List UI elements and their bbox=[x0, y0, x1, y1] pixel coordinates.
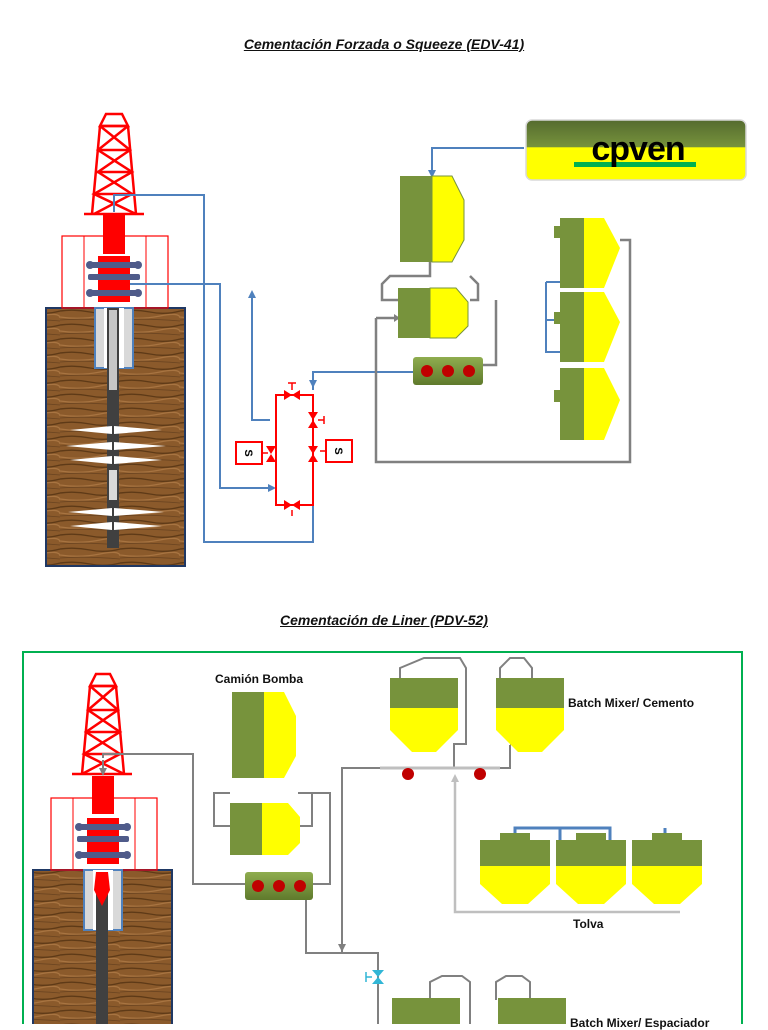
derrick-icon bbox=[72, 672, 132, 776]
pump-unit-2 bbox=[245, 872, 313, 900]
hopper-label: Tolva bbox=[573, 917, 604, 931]
hopper-tank-3 bbox=[632, 833, 702, 904]
valve-label-s-left: S bbox=[242, 449, 254, 456]
batch-mixer-cement-1 bbox=[390, 678, 458, 752]
batch-mixer-spacer-1 bbox=[392, 998, 460, 1024]
arrow-down-icon bbox=[309, 380, 317, 388]
arrow-down-icon bbox=[338, 944, 346, 952]
arrow-up-icon bbox=[451, 774, 459, 782]
well-diagram-2 bbox=[32, 672, 173, 1024]
cement-unit-tank-1 bbox=[400, 175, 465, 263]
valve-icon bbox=[474, 768, 486, 780]
arrow-right-icon bbox=[268, 484, 276, 492]
diagram2-title: Cementación de Liner (PDV-52) bbox=[280, 612, 488, 628]
cement-unit-tank-2 bbox=[398, 287, 469, 339]
diagram2-border bbox=[22, 651, 743, 1024]
derrick-icon bbox=[84, 112, 144, 216]
diagram1-title: Cementación Forzada o Squeeze (EDV-41) bbox=[243, 36, 525, 52]
pump-truck-tank-1 bbox=[232, 692, 296, 778]
hopper-tank-2 bbox=[556, 833, 626, 904]
arrow-up-icon bbox=[248, 290, 256, 298]
well-diagram-1 bbox=[45, 112, 186, 567]
valve-icon bbox=[402, 768, 414, 780]
arrow-down-icon bbox=[428, 170, 436, 178]
hopper-tank-1 bbox=[480, 833, 550, 904]
logo-text: CPVEN bbox=[591, 130, 684, 168]
batch-mixer-cement-2 bbox=[496, 678, 564, 752]
gray-piping-1 bbox=[374, 238, 632, 464]
pump-truck-tank-2 bbox=[230, 803, 300, 855]
valve-manifold: S S bbox=[235, 382, 353, 516]
valve-icon bbox=[266, 390, 318, 510]
valve-icon bbox=[365, 970, 384, 984]
perforations bbox=[66, 426, 166, 530]
pump-unit-1 bbox=[413, 357, 483, 385]
batch-mixer-cement-label: Batch Mixer/ Cemento bbox=[568, 696, 695, 710]
blue-piping-1 bbox=[113, 147, 560, 543]
gray-piping-hopper bbox=[453, 778, 680, 914]
valve-label-s-right: S bbox=[332, 447, 344, 454]
cpven-logo: CPVEN bbox=[525, 119, 747, 181]
bop-flanges bbox=[86, 261, 142, 297]
pump-truck-label: Camión Bomba bbox=[215, 672, 304, 686]
arrow-down-icon bbox=[99, 768, 107, 776]
storage-tank-stack bbox=[554, 218, 620, 440]
batch-mixer-spacer-label: Batch Mixer/ Espaciador bbox=[570, 1016, 710, 1030]
batch-mixer-spacer-2 bbox=[498, 998, 566, 1024]
bop-top bbox=[103, 214, 125, 254]
arrow-right-icon bbox=[394, 314, 400, 322]
